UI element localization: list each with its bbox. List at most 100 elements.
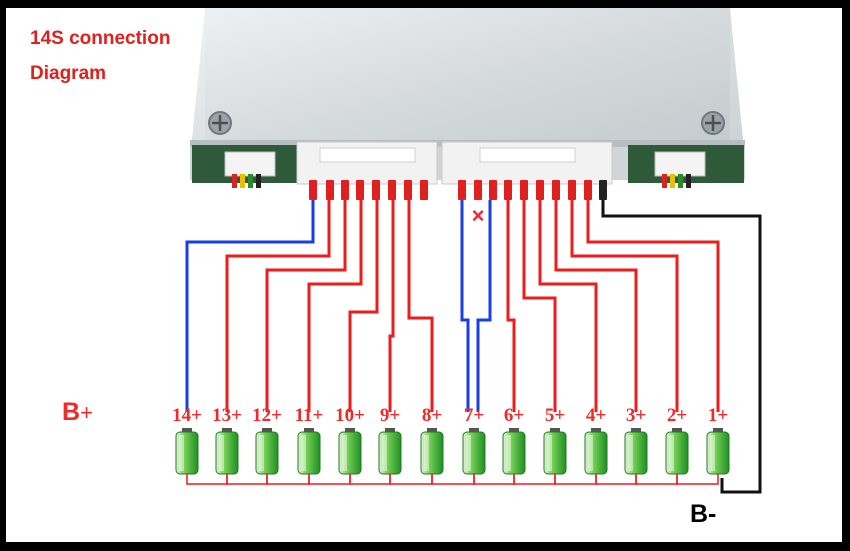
battery-cap [591, 428, 601, 433]
connector-pin [458, 180, 466, 200]
battery-shine [466, 435, 471, 471]
b-plus-sign: + [80, 400, 93, 425]
cell-label: 9+ [380, 405, 400, 426]
cell-label: 1+ [708, 405, 728, 426]
battery-icon [378, 428, 402, 475]
connector-pin [404, 180, 412, 200]
cell-label: 8+ [422, 405, 442, 426]
battery-icon [297, 428, 321, 475]
series-link [595, 474, 637, 485]
battery-cap [469, 428, 479, 433]
battery-shine [179, 435, 184, 471]
cell-label: 12+ [252, 405, 282, 426]
cell-label: 6+ [504, 405, 524, 426]
connector-pin [341, 180, 349, 200]
connector-pin [372, 180, 380, 200]
cell-label: 5+ [545, 405, 565, 426]
battery-icon [462, 428, 486, 475]
battery-shine [547, 435, 552, 471]
battery-cap [304, 428, 314, 433]
connector-pin [388, 180, 396, 200]
balance-wire [476, 200, 492, 412]
balance-wire [538, 200, 598, 412]
battery-icon [338, 428, 362, 475]
balance-wire [522, 200, 557, 412]
connector-pin [584, 180, 592, 200]
b-minus-wire [601, 200, 762, 494]
series-link [266, 474, 310, 485]
side-connector-right [654, 151, 706, 188]
battery-shine [219, 435, 224, 471]
battery-cap [262, 428, 272, 433]
screw-icon [701, 111, 725, 135]
balance-wire [348, 200, 379, 412]
battery-icon [624, 428, 648, 475]
cell-label: 4+ [586, 405, 606, 426]
cell-label: 13+ [212, 405, 242, 426]
balance-wire [460, 200, 470, 412]
battery-shine [342, 435, 347, 471]
battery-icon [543, 428, 567, 475]
x-icon: × [472, 203, 485, 228]
battery-icon [584, 428, 608, 475]
battery-cap [672, 428, 682, 433]
battery-cap [713, 428, 723, 433]
connector-pin [309, 180, 317, 200]
wiring [185, 200, 762, 494]
series-link [186, 474, 228, 485]
side-connector-left [224, 151, 276, 188]
b-plus-letter: B [62, 398, 81, 426]
connector-pin [326, 180, 334, 200]
series-link [431, 474, 475, 485]
balance-wire [506, 200, 516, 412]
connector-pin [520, 180, 528, 200]
battery-shine [382, 435, 387, 471]
balance-wire [407, 200, 434, 412]
connector-pin [504, 180, 512, 200]
series-link [473, 474, 515, 485]
cell-label: 10+ [335, 405, 365, 426]
battery-body [706, 431, 730, 475]
cell-labels: 14+13+12+11+10+9+8+7+6+5+4+3+2+1+ [172, 405, 728, 426]
cell-label: 7+ [464, 405, 484, 426]
battery-icon [706, 428, 730, 475]
battery-cap [385, 428, 395, 433]
battery-cap [345, 428, 355, 433]
diagram-title-line-1: 14S connection [30, 28, 171, 49]
battery-shine [259, 435, 264, 471]
battery-cap [509, 428, 519, 433]
series-link [308, 474, 351, 485]
battery-icon [215, 428, 239, 475]
series-link [513, 474, 556, 485]
battery-shine [301, 435, 306, 471]
battery-pack [175, 428, 730, 485]
cell-label: 14+ [172, 405, 202, 426]
battery-shine [628, 435, 633, 471]
battery-icon [420, 428, 444, 475]
balance-wire [554, 200, 638, 412]
series-link [389, 474, 433, 485]
battery-shine [588, 435, 593, 471]
connector-pin [536, 180, 544, 200]
battery-cap [427, 428, 437, 433]
balance-wire [265, 200, 347, 412]
series-link [226, 474, 268, 485]
cell-label: 3+ [626, 405, 646, 426]
connector-pins [309, 180, 607, 200]
battery-icon [255, 428, 279, 475]
connector-pin [568, 180, 576, 200]
bms-board [190, 8, 745, 188]
diagram-title-line-2: Diagram [30, 63, 107, 84]
series-link [554, 474, 597, 485]
battery-shine [506, 435, 511, 471]
balance-wire [388, 200, 395, 412]
connector-pin [599, 180, 607, 200]
cell-label: 11+ [295, 405, 324, 426]
battery-icon [665, 428, 689, 475]
connector-pin [552, 180, 560, 200]
b-minus-label: B- [690, 500, 717, 528]
connector-pin [474, 180, 482, 200]
screw-icon [208, 111, 232, 135]
